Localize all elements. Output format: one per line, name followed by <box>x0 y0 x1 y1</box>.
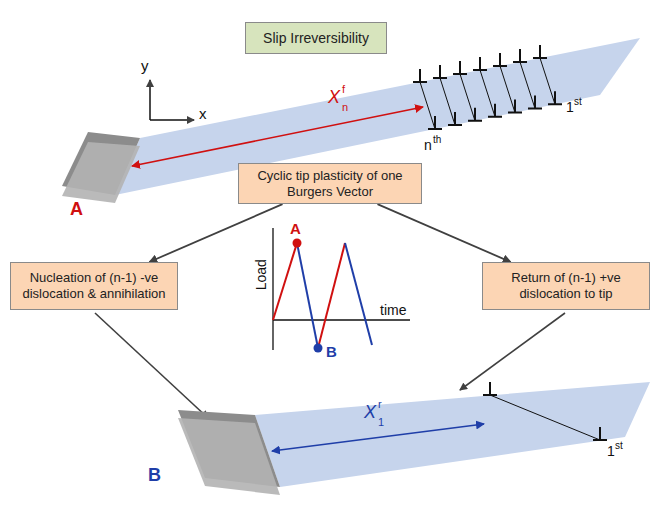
dislocation-index: 1 <box>566 100 574 115</box>
ordinal-suffix: st <box>615 440 623 451</box>
distance-arrow <box>132 107 423 166</box>
time-axis <box>273 319 410 320</box>
process-box: Nucleation of (n-1) -ve dislocation & an… <box>10 262 178 310</box>
flow-arrow <box>95 313 208 418</box>
superscript: r <box>378 398 382 410</box>
load-curve <box>345 243 372 345</box>
state-label: B <box>148 466 161 486</box>
load-curve <box>297 243 318 348</box>
distance-arrow <box>272 424 484 451</box>
subscript: n <box>342 101 348 113</box>
load-curve <box>273 243 297 320</box>
title-box: Slip Irreversibility <box>245 22 387 54</box>
dislocation-row <box>413 45 562 129</box>
state-dot <box>314 344 323 353</box>
state-label: B <box>326 344 337 361</box>
state-label: A <box>70 200 83 220</box>
flow-arrow <box>377 204 510 262</box>
load-axis <box>272 228 273 350</box>
process-box: Cyclic tip plasticity of one Burgers Vec… <box>238 163 422 204</box>
axis-label: Load <box>254 259 269 290</box>
axis-label: x <box>199 106 207 123</box>
slip-plane <box>255 382 650 487</box>
dislocation-index: n <box>424 138 432 153</box>
load-curve <box>318 243 345 348</box>
subscript: 1 <box>378 416 384 428</box>
state-dot <box>293 239 302 248</box>
axis-label: time <box>380 303 406 318</box>
state-label: A <box>290 221 301 238</box>
ordinal-suffix: st <box>574 96 582 107</box>
process-box: Return of (n-1) +ve dislocation to tip <box>482 262 650 310</box>
box-text: Nucleation of (n-1) -ve dislocation & an… <box>19 270 169 301</box>
distance-symbol: X <box>364 403 376 423</box>
x-axis <box>150 119 194 121</box>
box-text: Return of (n-1) +ve dislocation to tip <box>491 270 641 301</box>
flow-arrow <box>460 313 565 390</box>
crack-face <box>178 418 280 495</box>
flow-arrow <box>149 204 282 262</box>
dislocation <box>483 382 607 440</box>
y-axis <box>149 80 151 120</box>
ordinal-suffix: th <box>433 134 441 145</box>
crack-face <box>62 142 140 203</box>
axis-label: y <box>141 58 149 75</box>
box-text: Slip Irreversibility <box>263 30 369 47</box>
distance-symbol: X <box>328 88 340 108</box>
box-text: Cyclic tip plasticity of one Burgers Vec… <box>247 168 413 199</box>
superscript: f <box>342 83 345 95</box>
dislocation-index: 1 <box>607 444 615 459</box>
